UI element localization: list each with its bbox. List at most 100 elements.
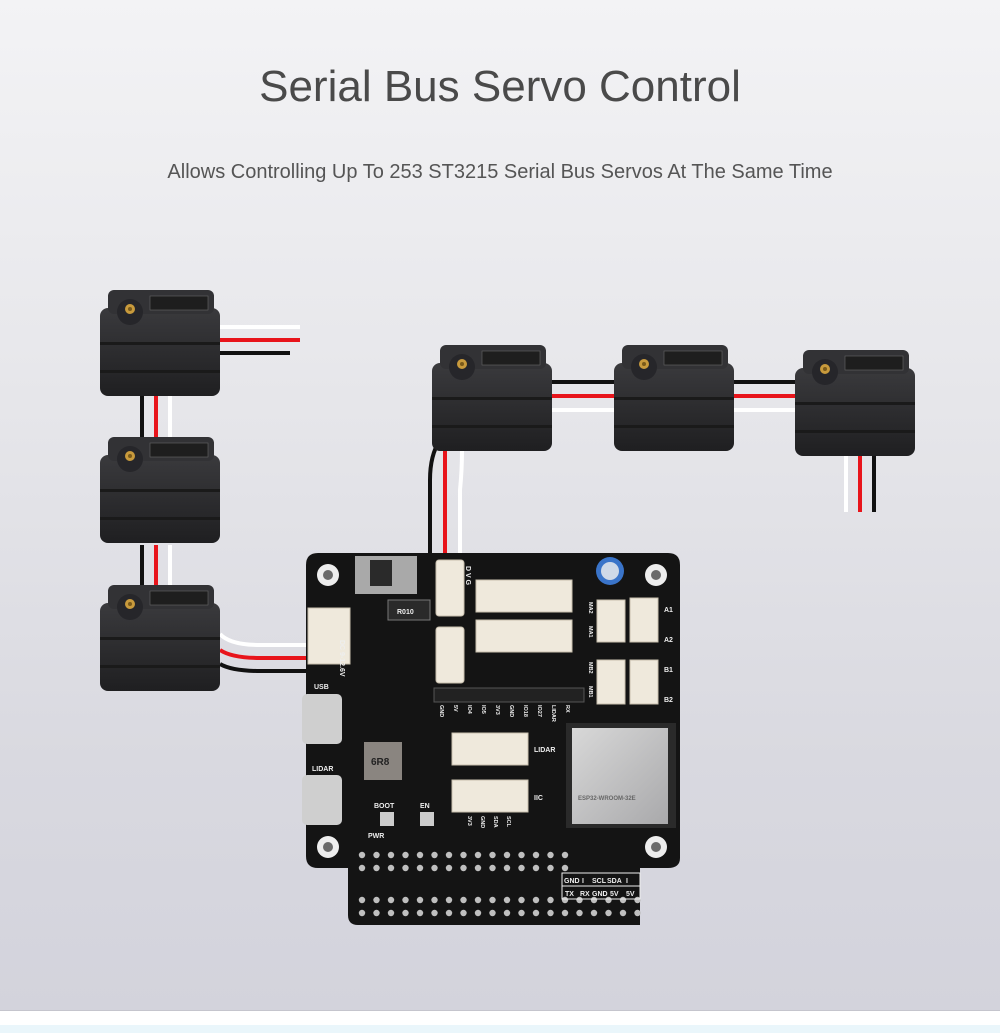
pin-hole [503,896,511,904]
pin-hole [416,896,424,904]
header-pin-labels: GND 5V IO4 IO5 3V3 GND IO18 IO27 LIDAR R… [438,705,570,722]
svg-text:TX: TX [565,891,574,898]
pin-hole [503,909,511,917]
svg-text:A2: A2 [664,637,673,644]
lidar-connector [451,732,529,766]
pin-hole [503,864,511,872]
svg-text:LIDAR: LIDAR [550,705,556,722]
pin-hole [619,896,627,904]
pin-hole [561,864,569,872]
svg-text:GND: GND [438,705,444,717]
pin-hole [445,851,453,859]
svg-text:USB: USB [314,684,329,691]
svg-text:LIDAR: LIDAR [534,747,555,754]
pin-hole [532,909,540,917]
pin-hole [518,851,525,859]
pin-hole [489,864,496,872]
pin-hole [460,896,467,904]
en-button [420,812,434,826]
pin-hole [358,864,366,872]
iic-pin-labels: 3V3 GND SDA SCL [466,816,511,828]
pin-hole [373,896,380,904]
gpio-header [433,687,585,703]
product-illustration: R010 DC 9-12.6V D V G MA2 MA1 MB2 MB1 A1… [99,289,916,925]
motor-connector-b [475,619,573,653]
pin-hole [474,851,482,859]
inductor [364,742,402,780]
servo-1 [99,289,221,397]
pin-hole [576,896,583,904]
pin-hole [431,864,438,872]
svg-text:6R8: 6R8 [371,757,390,768]
svg-text:SCL: SCL [505,816,511,828]
pin-hole [547,864,554,872]
pin-hole [431,896,438,904]
pin-hole [402,909,409,917]
pin-hole [561,851,569,859]
svg-text:EN: EN [420,803,430,810]
svg-text:B2: B2 [664,697,673,704]
pin-hole [634,896,641,904]
servo-port-2 [435,626,465,684]
pin-hole [619,909,627,917]
svg-text:3V3: 3V3 [466,816,472,826]
svg-text:I: I [582,878,584,885]
pin-hole [387,864,395,872]
svg-text:5V: 5V [626,891,635,898]
svg-text:A1: A1 [664,607,673,614]
page-title: Serial Bus Servo Control [259,62,741,111]
pin-hole [416,864,424,872]
svg-text:SCL: SCL [592,878,607,885]
resistor-label: R010 [397,609,414,616]
servo-3 [99,584,221,692]
svg-text:ESP32-WROOM-32E: ESP32-WROOM-32E [578,796,636,802]
pin-hole [358,896,366,904]
svg-text:GND: GND [564,878,580,885]
pin-hole [445,896,453,904]
pin-hole [373,851,380,859]
svg-text:IO4: IO4 [466,705,472,715]
pin-hole [387,851,395,859]
svg-text:SDA: SDA [492,816,498,828]
pin-hole [561,909,569,917]
pin-hole [634,909,641,917]
pin-hole [576,909,583,917]
svg-text:5V: 5V [452,705,458,712]
svg-text:IO5: IO5 [480,705,486,714]
pin-hole [387,909,395,917]
pin-hole [590,909,598,917]
pin-hole [489,909,496,917]
pin-hole [474,864,482,872]
pin-hole [518,896,525,904]
pin-hole [373,909,380,917]
svg-text:IIC: IIC [534,795,543,802]
pin-hole [387,896,395,904]
dc-input-label: DC 9-12.6V [338,640,345,677]
pin-hole [416,851,424,859]
pin-hole [547,909,554,917]
svg-text:GND: GND [508,705,514,717]
pin-hole [460,851,467,859]
servo-6 [794,349,916,457]
servo-driver-board: R010 DC 9-12.6V D V G MA2 MA1 MB2 MB1 A1… [302,553,680,925]
pin-hole [358,909,366,917]
page-subtitle: Allows Controlling Up To 253 ST3215 Seri… [167,161,833,183]
pin-hole [518,864,525,872]
pin-hole [445,909,453,917]
bottom-strip [0,1025,1000,1033]
pin-hole [402,864,409,872]
ma1-label: MA1 [587,626,593,638]
pin-hole [547,896,554,904]
pin-hole [532,864,540,872]
lidar-usb-c-port [302,775,342,825]
pin-table: GND I SCL SDA I TX RX GND 5V 5V [561,872,641,900]
svg-text:BOOT: BOOT [374,803,395,810]
pin-hole [605,896,612,904]
pin-hole [431,851,438,859]
svg-text:GND: GND [592,891,608,898]
boot-button [380,812,394,826]
svg-text:5V: 5V [610,891,619,898]
servo-port-1 [435,559,465,617]
pin-hole [460,909,467,917]
pin-hole [358,851,366,859]
